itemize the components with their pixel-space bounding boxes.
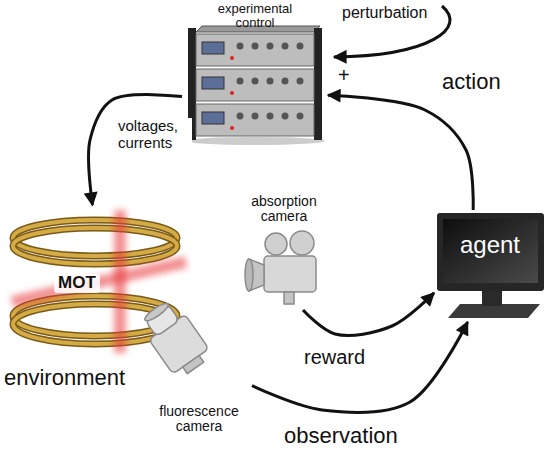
rack-unit	[267, 113, 274, 120]
edge-label: action	[440, 70, 503, 94]
rack-unit	[252, 113, 259, 120]
rack-illustration	[185, 137, 325, 145]
rack-unit	[297, 43, 304, 50]
rack-unit	[282, 78, 289, 85]
mot-coils	[13, 228, 177, 264]
node-text: experimental control	[205, 2, 305, 31]
node-text: MOT	[54, 274, 100, 293]
flow-arrow	[252, 322, 468, 413]
monitor-icon	[437, 213, 544, 318]
absorption-camera-icon	[264, 256, 316, 292]
fluorescence-camera-icon	[136, 296, 213, 380]
rack-unit	[282, 43, 289, 50]
rack-unit	[252, 43, 259, 50]
rack-unit	[202, 112, 224, 124]
rack-unit	[297, 113, 304, 120]
absorption-camera-icon	[265, 233, 287, 255]
monitor-icon	[437, 213, 544, 291]
flow-arrow	[303, 293, 434, 336]
absorption-camera-icon	[290, 231, 314, 255]
rack-unit	[237, 78, 244, 85]
absorption-camera-icon	[245, 259, 253, 291]
monitor-icon	[448, 304, 540, 318]
rack-unit	[202, 77, 224, 89]
node-text: absorption camera	[240, 194, 328, 225]
node-text: fluorescence camera	[150, 404, 248, 435]
edge-label: voltages, currents	[116, 118, 192, 151]
flow-arrow	[328, 95, 473, 210]
rack-unit	[252, 78, 259, 85]
sum-sign: +	[336, 64, 352, 86]
rack-unit	[230, 91, 234, 95]
rack-unit	[196, 104, 314, 136]
rack-unit	[282, 113, 289, 120]
fluorescence-camera: fluorescence camera	[142, 296, 252, 448]
rack-illustration	[185, 26, 325, 145]
laser-beams	[12, 262, 186, 302]
absorption-camera: absorption camera	[240, 192, 330, 310]
edge-label: observation	[282, 424, 400, 448]
perturbation-label: perturbation	[340, 4, 429, 22]
rack-unit	[196, 34, 314, 66]
node-text: agent	[444, 232, 536, 258]
edge-label: reward	[302, 346, 367, 368]
fluorescence-camera-icon	[143, 301, 171, 324]
rack-unit	[196, 104, 314, 136]
rack-illustration	[314, 28, 322, 140]
rack-unit	[267, 43, 274, 50]
fluorescence-camera-icon	[183, 356, 204, 374]
rack-unit	[202, 42, 224, 54]
laser-beams	[12, 210, 186, 353]
rack-unit	[237, 113, 244, 120]
node-text: environment	[4, 366, 144, 390]
rack-unit	[196, 69, 314, 101]
mot-environment: MOT environment	[0, 205, 185, 397]
monitor-icon	[443, 219, 538, 283]
rack-unit	[230, 126, 234, 130]
absorption-camera-icon	[245, 231, 316, 304]
mot-coils	[13, 228, 177, 264]
rack-unit	[196, 34, 314, 66]
control-rack: experimental control	[182, 0, 328, 142]
absorption-camera-icon	[284, 292, 294, 304]
agent-monitor: agent	[434, 210, 546, 322]
rack-unit	[237, 43, 244, 50]
rack-unit	[267, 78, 274, 85]
rack-unit	[196, 69, 314, 101]
rack-unit	[297, 78, 304, 85]
rack-unit	[230, 56, 234, 60]
